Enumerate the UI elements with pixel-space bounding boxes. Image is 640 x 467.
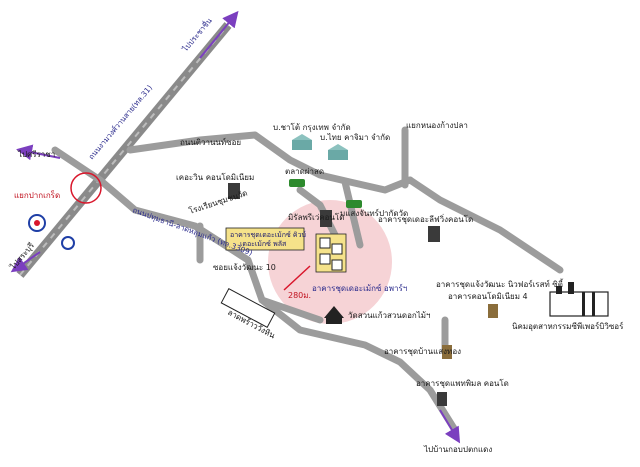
distance-line <box>283 265 311 291</box>
bus-stop-icon-2 <box>346 200 362 208</box>
building-condo-a <box>488 304 498 318</box>
arrow-south <box>439 409 461 444</box>
building-ecology-condo <box>428 226 440 242</box>
label-market: ตลาดผ่าสด <box>285 167 324 176</box>
label-target-condo: อาคารชุดเดอะเม้กซ์ อพาร์ฯ <box>312 283 407 293</box>
industrial-estate-icon <box>549 282 609 317</box>
label-to-srinakarin: ไปศรีราชา <box>17 150 55 159</box>
label-nakhon-sign: อาคารชุดเดอะเม้กซ์ คิวบ์ <box>230 231 306 239</box>
label-company-thai: บ.ไทย คาจิมา จำกัด <box>320 133 390 142</box>
temple-icon <box>324 306 344 324</box>
label-condo-a: อาคารชุดแจ้งวัฒนะ นิวฟอร์เรสท์ ซิตี้ <box>436 278 564 289</box>
label-condo-b: อาคารชุดบ้านแสงทอง <box>384 347 461 356</box>
label-condo-c: อาคารชุดแพทพิมล คอนโด <box>416 378 509 388</box>
label-temple: วัดสวนแก้วสวนดอกไม้ฯ <box>348 311 431 320</box>
factory-icons <box>292 134 348 160</box>
label-khaew-condo: เคอะวิน คอนโดมิเนียม <box>176 172 254 182</box>
label-company-sahai: บ.ชาโต้ กรุงเทพ จำกัด <box>273 122 351 132</box>
market-box <box>220 288 276 328</box>
road-network <box>51 126 564 434</box>
label-condo-a2: อาคารคอนโดมิเนียม 4 <box>448 291 528 301</box>
bank-icon <box>61 236 75 250</box>
highway-diagonal <box>16 22 232 278</box>
label-khlong-road: มแสงจันทร์ปากัดวัด <box>340 208 408 218</box>
label-ecology-condo: อาคารชุดเดอะลีฟวิ่งคอนโด <box>378 213 473 224</box>
label-industrial: นิคมอุตสาหกรรมซีพีเพอร์บิวิซอร์ <box>512 321 624 331</box>
project-sign-box <box>225 227 305 251</box>
label-nakhon-sign2: เดอะเม้กซ์ พลัส <box>240 240 287 248</box>
label-road-tiwanon: ถนนติวานนท์ซอย <box>180 137 241 147</box>
gas-station-icon <box>28 214 46 232</box>
building-condo-c <box>437 392 447 406</box>
arrow-west <box>16 144 61 161</box>
label-school: โรงเรียนชุมชนวัด <box>188 188 249 216</box>
label-soi: ซอยแจ้งวัฒนะ 10 <box>213 263 276 272</box>
arrow-southwest <box>10 251 41 273</box>
label-mr-sirichai: มิรัลพรีเว่คอนโด <box>288 212 344 222</box>
target-building-cluster <box>315 233 347 273</box>
building-khaew-condo <box>228 183 240 199</box>
building-mr-sirichai <box>320 210 332 227</box>
label-to-bangkhae: ไปบ้านกอบปตกแดง <box>423 445 492 454</box>
building-condo-b <box>442 345 452 359</box>
arrow-north <box>199 10 239 59</box>
intersection-ring <box>70 172 102 204</box>
label-north-road: แยกหนองก้างปลา <box>406 121 468 130</box>
label-distance: 280ม. <box>288 291 311 300</box>
label-kaew-intersection: แยกปากเกร็ด <box>14 190 60 200</box>
bus-stop-icon-1 <box>289 179 305 187</box>
